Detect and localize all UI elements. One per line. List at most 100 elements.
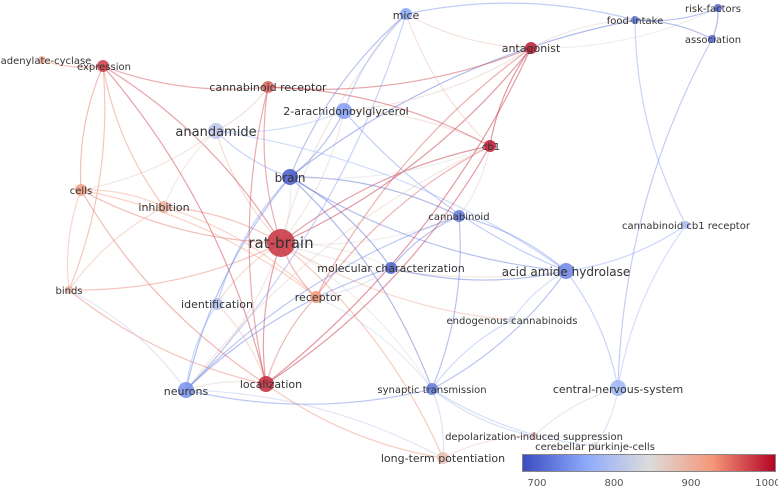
node-adenylate-cyclase[interactable] bbox=[38, 56, 46, 64]
node-inhibition[interactable] bbox=[158, 201, 170, 213]
node-label-synaptic-transmission[interactable]: synaptic transmission bbox=[377, 385, 486, 396]
node-identification[interactable] bbox=[211, 298, 223, 310]
link-cannabinoid-receptor-localization bbox=[248, 86, 269, 385]
node-label-cannabinoid-cb1-receptor[interactable]: cannabinoid cb1 receptor bbox=[622, 221, 751, 232]
node-cb1[interactable] bbox=[484, 140, 496, 152]
node-2-arachidonoylglycerol[interactable] bbox=[336, 103, 352, 119]
color-gradient-bar bbox=[522, 454, 776, 472]
link-inhibition-binds bbox=[68, 206, 165, 291]
node-label-brain[interactable]: brain bbox=[275, 171, 306, 185]
node-label-binds[interactable]: binds bbox=[55, 286, 82, 297]
node-label-association[interactable]: association bbox=[685, 35, 741, 46]
link-cb1-receptor bbox=[315, 145, 491, 298]
node-molecular-characterization[interactable] bbox=[385, 262, 397, 274]
node-food-intake[interactable] bbox=[631, 16, 639, 24]
link-identification-neurons bbox=[185, 303, 218, 391]
node-neurons[interactable] bbox=[178, 382, 194, 398]
node-label-acid-amide-hydrolase[interactable]: acid amide hydrolase bbox=[502, 265, 631, 279]
link-rat-brain-cells bbox=[80, 189, 282, 244]
node-acid-amide-hydrolase[interactable] bbox=[558, 263, 574, 279]
link-expression-binds bbox=[68, 65, 106, 291]
link-cells-binds bbox=[66, 189, 82, 291]
link-brain-2-arachidonoylglycerol bbox=[289, 110, 345, 178]
legend-tick-700: 700 bbox=[527, 478, 547, 489]
node-label-anandamide[interactable]: anandamide bbox=[175, 125, 256, 140]
link-cannabinoid-cb1-receptor-acid-amide-hydrolase bbox=[565, 224, 687, 272]
node-depolarization-induced-suppression[interactable] bbox=[530, 432, 538, 440]
link-rat-brain-acid-amide-hydrolase bbox=[280, 242, 567, 278]
node-label-cannabinoid[interactable]: cannabinoid bbox=[428, 212, 489, 223]
link-anandamide-2-arachidonoylglycerol bbox=[215, 110, 345, 133]
node-label-receptor[interactable]: receptor bbox=[295, 291, 342, 304]
node-cannabinoid-cb1-receptor[interactable] bbox=[682, 221, 690, 229]
node-label-mice[interactable]: mice bbox=[393, 9, 420, 22]
link-brain-neurons bbox=[185, 176, 291, 391]
link-brain-anandamide bbox=[215, 130, 291, 178]
link-expression-localization bbox=[102, 65, 267, 385]
node-label-molecular-characterization[interactable]: molecular characterization bbox=[317, 262, 464, 275]
node-label-rat-brain[interactable]: rat-brain bbox=[248, 234, 313, 252]
node-anandamide[interactable] bbox=[208, 123, 224, 139]
node-label-central-nervous-system[interactable]: central-nervous-system bbox=[553, 383, 683, 396]
labels-layer: rat-brain brain anandamide 2-arachidonoylgl… bbox=[1, 4, 751, 465]
node-central-nervous-system[interactable] bbox=[610, 380, 626, 396]
node-label-antagonist[interactable]: antagonist bbox=[502, 42, 561, 55]
node-label-expression[interactable]: expression bbox=[77, 62, 131, 73]
node-label-endogenous-cannabinoids[interactable]: endogenous cannabinoids bbox=[447, 316, 578, 327]
link-antagonist-food-intake bbox=[530, 19, 636, 49]
node-risk-factors[interactable] bbox=[714, 4, 722, 12]
node-antagonist[interactable] bbox=[525, 42, 537, 54]
node-long-term-potentiation[interactable] bbox=[437, 452, 449, 464]
legend-tick-800: 800 bbox=[604, 478, 624, 489]
node-cannabinoid[interactable] bbox=[453, 210, 465, 222]
node-label-depolarization-induced-suppression[interactable]: depolarization-induced suppression bbox=[445, 432, 623, 443]
node-label-cerebellar-purkinje-cells[interactable]: cerebellar purkinje-cells bbox=[535, 442, 655, 453]
node-label-food-intake[interactable]: food-intake bbox=[607, 16, 663, 27]
node-association[interactable] bbox=[708, 35, 716, 43]
link-cannabinoid-cb1-receptor-central-nervous-system bbox=[617, 224, 687, 389]
link-brain-food-intake bbox=[289, 19, 636, 178]
link-cb1-neurons bbox=[185, 145, 491, 391]
link-cb1-cannabinoid bbox=[458, 145, 491, 217]
node-cerebellar-purkinje-cells[interactable] bbox=[591, 442, 599, 450]
link-molecular-characterization-neurons bbox=[185, 267, 392, 391]
node-receptor[interactable] bbox=[310, 291, 322, 303]
node-expression[interactable] bbox=[97, 60, 109, 72]
node-rat-brain[interactable] bbox=[267, 229, 295, 257]
node-label-risk-factors[interactable]: risk-factors bbox=[685, 4, 741, 15]
link-synaptic-transmission-long-term-potentiation bbox=[431, 388, 445, 459]
link-acid-amide-hydrolase-synaptic-transmission bbox=[431, 270, 567, 390]
node-label-2-arachidonoylglycerol[interactable]: 2-arachidonoylglycerol bbox=[283, 105, 408, 118]
node-label-identification[interactable]: identification bbox=[181, 298, 253, 311]
nodes-layer bbox=[38, 4, 722, 464]
link-cerebellar-purkinje-cells-synaptic-transmission bbox=[431, 388, 596, 447]
node-label-cb1[interactable]: cb1 bbox=[482, 142, 500, 153]
link-mice-food-intake bbox=[405, 2, 636, 21]
node-binds[interactable] bbox=[65, 286, 73, 294]
node-localization[interactable] bbox=[258, 376, 274, 392]
node-cells[interactable] bbox=[75, 184, 87, 196]
link-molecular-characterization-acid-amide-hydrolase bbox=[390, 267, 567, 281]
node-synaptic-transmission[interactable] bbox=[426, 383, 438, 395]
node-label-neurons[interactable]: neurons bbox=[164, 385, 209, 398]
node-endogenous-cannabinoids[interactable] bbox=[508, 316, 516, 324]
link-binds-localization bbox=[68, 289, 267, 385]
node-label-inhibition[interactable]: inhibition bbox=[138, 201, 189, 214]
node-label-cells[interactable]: cells bbox=[70, 186, 92, 197]
link-rat-brain-cannabinoid-receptor bbox=[263, 86, 282, 244]
node-label-cannabinoid-receptor[interactable]: cannabinoid receptor bbox=[209, 81, 327, 94]
node-cannabinoid-receptor[interactable] bbox=[262, 81, 274, 93]
node-label-adenylate-cyclase[interactable]: adenylate-cyclase bbox=[1, 56, 92, 67]
link-cannabinoid-synaptic-transmission bbox=[431, 215, 461, 390]
node-label-localization[interactable]: localization bbox=[240, 378, 302, 391]
link-food-intake-risk-factors bbox=[634, 7, 719, 22]
node-mice[interactable] bbox=[400, 8, 412, 20]
link-depolarization-induced-suppression-cerebellar-purkinje-cells bbox=[533, 435, 596, 447]
link-identification-localization bbox=[216, 303, 267, 385]
link-localization-long-term-potentiation bbox=[265, 383, 444, 459]
node-label-long-term-potentiation[interactable]: long-term potentiation bbox=[381, 452, 505, 465]
link-rat-brain-binds bbox=[68, 242, 282, 291]
node-brain[interactable] bbox=[282, 169, 298, 185]
link-2-arachidonoylglycerol-acid-amide-hydrolase bbox=[343, 110, 567, 272]
link-anandamide-acid-amide-hydrolase bbox=[215, 130, 567, 272]
